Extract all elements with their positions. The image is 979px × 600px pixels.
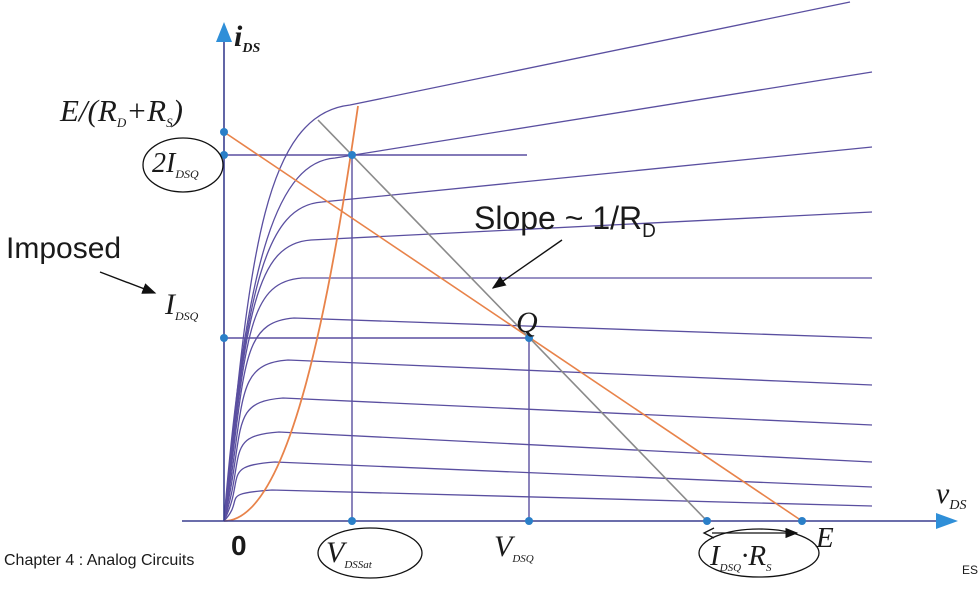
vdssat-label: VDSSat — [326, 536, 373, 571]
load-line — [223, 131, 803, 522]
idsq-rs-point — [703, 517, 711, 525]
footer-right-text: ES — [962, 563, 978, 577]
characteristic-curve — [223, 489, 873, 522]
imposed-label: Imposed — [6, 232, 121, 265]
vdsq-point — [525, 517, 533, 525]
characteristic-curve — [223, 359, 873, 522]
slope-label: Slope ~ 1/RD — [474, 200, 656, 242]
y-axis-label: iDS — [234, 20, 260, 56]
saturation-boundary-curve — [223, 105, 359, 522]
y-axis-arrow-icon — [216, 22, 232, 42]
output-characteristic-curves — [223, 1, 873, 522]
axes — [182, 22, 958, 529]
q-point-label: Q — [516, 306, 538, 339]
idsq-rs-circle — [698, 528, 820, 578]
projection-lines — [224, 154, 530, 521]
sat-point — [348, 151, 356, 159]
footer-chapter-title: Chapter 4 : Analog Circuits — [4, 552, 194, 569]
characteristic-curve — [223, 71, 873, 522]
imposed-pointer-arrow — [99, 271, 157, 294]
origin-label: 0 — [231, 530, 247, 561]
characteristic-curve — [223, 211, 873, 522]
characteristic-curve — [223, 146, 873, 522]
vdssat-point — [348, 517, 356, 525]
slope-pointer-arrow — [491, 239, 563, 289]
two-idsq-label: 2IDSQ — [152, 148, 199, 181]
two-idsq-circle — [142, 137, 224, 193]
slope-line — [317, 119, 708, 522]
vdssat-circle — [317, 527, 423, 579]
idsq-rs-arrow-left-icon — [702, 527, 715, 539]
key-points — [220, 128, 806, 525]
characteristic-curve — [223, 1, 851, 522]
characteristic-curve — [223, 397, 873, 522]
q-point-marker — [525, 334, 533, 342]
idsq-point — [220, 334, 228, 342]
e-over-r-point — [220, 128, 228, 136]
idsq-label: IDSQ — [164, 288, 199, 323]
e-point — [798, 517, 806, 525]
characteristic-curve — [223, 431, 873, 522]
e-label: E — [815, 522, 834, 554]
characteristic-curve — [223, 277, 872, 522]
characteristic-curve — [223, 317, 873, 522]
x-axis-label: vDS — [936, 477, 966, 513]
e-over-rd-rs-label: E/(RD+RS) — [59, 93, 183, 130]
idsq-rs-label: IDSQ·RS — [709, 540, 772, 574]
characteristic-curve — [223, 461, 873, 522]
vdsq-label: VDSQ — [494, 530, 534, 565]
x-axis-arrow-icon — [936, 513, 958, 529]
